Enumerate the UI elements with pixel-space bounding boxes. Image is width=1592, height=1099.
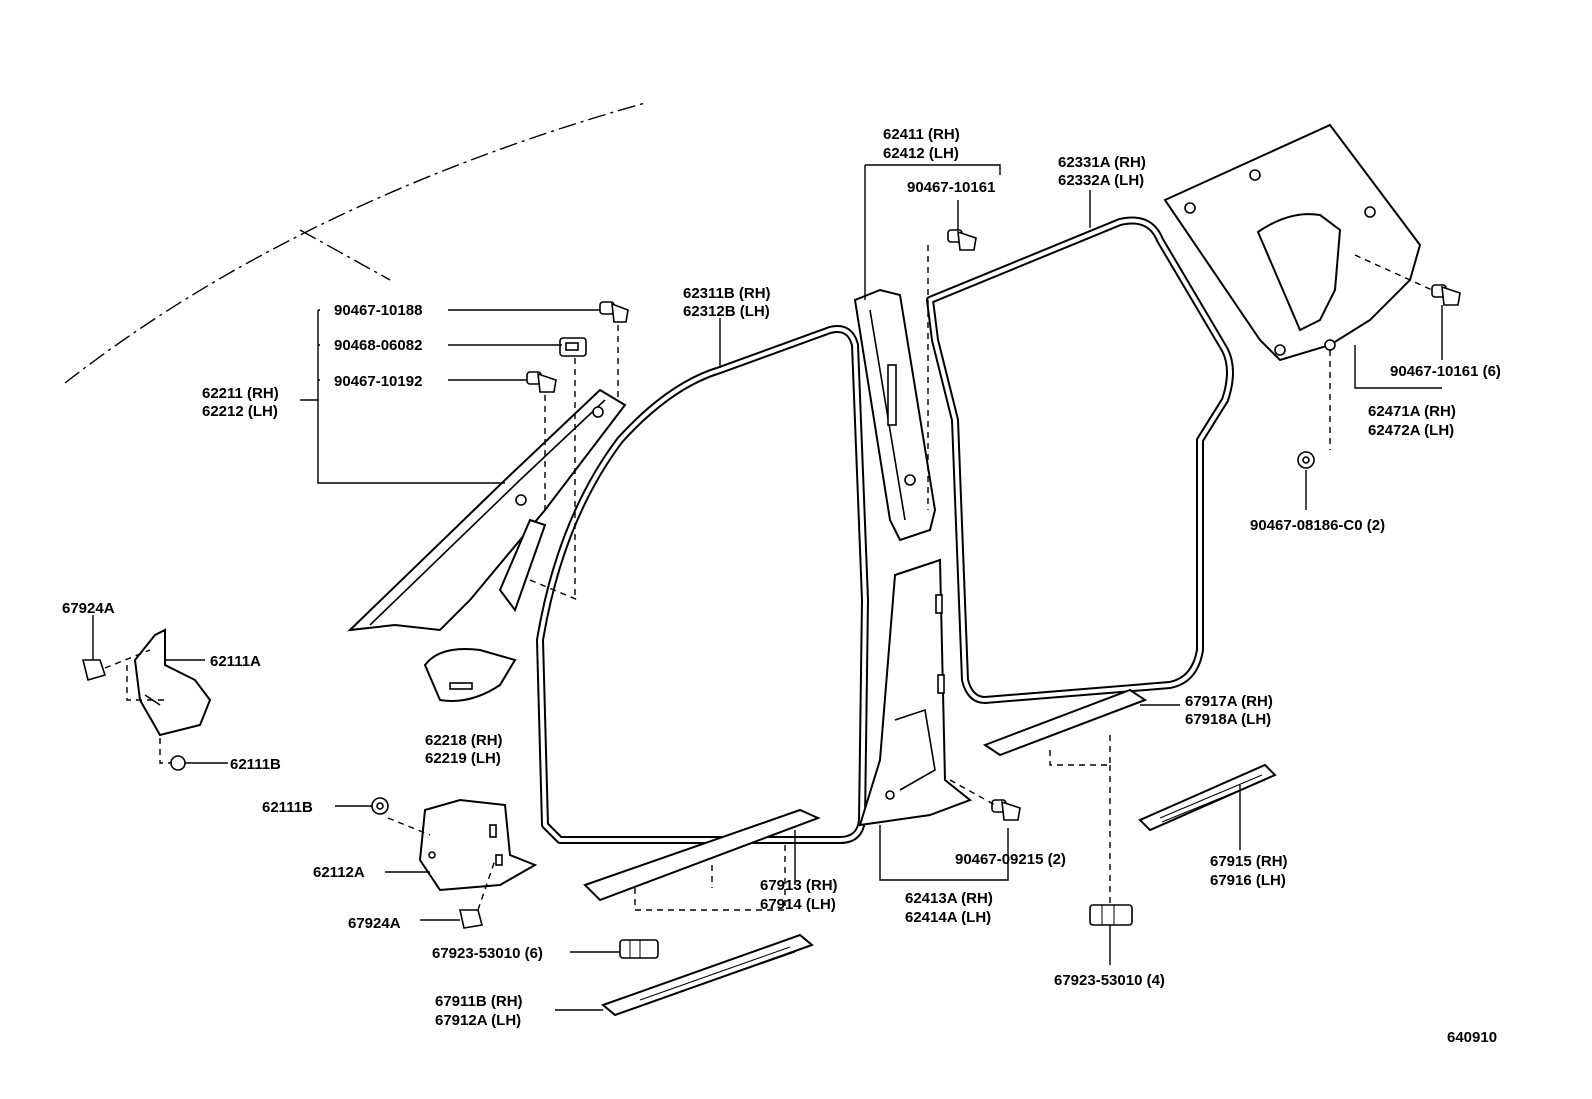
leader-62111B-upper xyxy=(159,738,172,764)
leader-clip-quarter xyxy=(1354,254,1433,291)
label-62414A: 62414A (LH) xyxy=(905,909,991,926)
label-67923-front: 67923-53010 (6) xyxy=(432,945,543,962)
quarter-trim-panel xyxy=(1163,123,1422,362)
label-62111A: 62111A xyxy=(210,653,261,670)
label-62219: 62219 (LH) xyxy=(425,750,501,767)
label-62331A: 62331A (RH) xyxy=(1058,154,1146,171)
diagram-reference-number: 640910 xyxy=(1447,1029,1497,1046)
front-pillar-garnish xyxy=(347,388,627,632)
bracket-62471A xyxy=(1354,345,1442,389)
rear-door-weatherstrip xyxy=(926,216,1234,704)
label-67914: 67914 (LH) xyxy=(760,896,836,913)
clip-90467-10188 xyxy=(599,301,629,323)
label-67913: 67913 (RH) xyxy=(760,877,838,894)
center-pillar-upper-garnish xyxy=(853,288,937,542)
leader-cowl-vertical xyxy=(126,665,165,701)
label-62472A: 62472A (LH) xyxy=(1368,422,1454,439)
label-90467-10161: 90467-10161 xyxy=(907,179,995,196)
cowl-side-trim-upper xyxy=(133,628,212,737)
front-scuff-plate-outer xyxy=(601,933,814,1017)
label-67924A-lower: 67924A xyxy=(348,915,401,932)
label-67911B: 67911B (RH) xyxy=(435,993,523,1010)
label-62471A: 62471A (RH) xyxy=(1368,403,1456,420)
label-90467-08186: 90467-08186-C0 (2) xyxy=(1250,517,1385,534)
bracket-62211 xyxy=(317,310,505,484)
label-90467-10161-6: 90467-10161 (6) xyxy=(1390,363,1501,380)
clip-67924A-lower xyxy=(459,909,483,929)
label-62218: 62218 (RH) xyxy=(425,732,503,749)
leader-67924A-lower-dash xyxy=(477,859,496,911)
label-62112A: 62112A xyxy=(313,864,365,881)
leader-67924A-to-cowl xyxy=(104,649,151,669)
hole-cover xyxy=(423,648,517,702)
label-62411: 62411 (RH) xyxy=(883,126,960,143)
clip-62111B-lower xyxy=(371,797,389,815)
rear-scuff-plate-inner xyxy=(982,688,1148,757)
label-67915: 67915 (RH) xyxy=(1210,853,1288,870)
bracket-62413A xyxy=(879,825,1009,881)
label-90467-09215: 90467-09215 (2) xyxy=(955,851,1066,868)
clip-90468-06082 xyxy=(559,337,587,357)
label-67912A: 67912A (LH) xyxy=(435,1012,521,1029)
roof-reference-line xyxy=(299,229,391,281)
label-90468-06082: 90468-06082 xyxy=(334,337,422,354)
label-67924A-upper: 67924A xyxy=(62,600,115,617)
clip-90467-10161-quarter xyxy=(1431,284,1461,306)
label-90467-10192: 90467-10192 xyxy=(334,373,422,390)
label-67918A: 67918A (LH) xyxy=(1185,711,1271,728)
label-62312B: 62312B (LH) xyxy=(683,303,770,320)
label-90467-10188: 90467-10188 xyxy=(334,302,422,319)
clip-90467-10161-upper xyxy=(947,229,977,251)
center-pillar-lower-garnish xyxy=(858,558,972,827)
label-62413A: 62413A (RH) xyxy=(905,890,993,907)
leader-clip-09215 xyxy=(949,779,996,806)
leader-pillar-bracket xyxy=(529,579,579,601)
cowl-side-trim-lower xyxy=(418,798,538,892)
clip-90467-08186 xyxy=(1297,451,1315,469)
leader-67917A-clips xyxy=(1049,735,1111,766)
front-scuff-plate-inner xyxy=(583,808,821,902)
label-62412: 62412 (LH) xyxy=(883,145,959,162)
label-62111B-upper: 62111B xyxy=(230,756,281,773)
label-62211: 62211 (RH) xyxy=(202,385,279,402)
rear-scuff-plate-outer xyxy=(1138,763,1277,832)
leader-62111B-lower-dash xyxy=(387,817,431,836)
label-62311B: 62311B (RH) xyxy=(683,285,771,302)
clip-90467-09215 xyxy=(991,799,1021,821)
label-62212: 62212 (LH) xyxy=(202,403,278,420)
bracket-62411 xyxy=(864,164,1001,300)
clip-67923-rear xyxy=(1089,904,1133,926)
label-62111B-lower: 62111B xyxy=(262,799,313,816)
clip-90467-10192 xyxy=(526,371,557,393)
clip-67923-front xyxy=(619,939,659,959)
label-67917A: 67917A (RH) xyxy=(1185,693,1273,710)
label-67923-rear: 67923-53010 (4) xyxy=(1054,972,1165,989)
label-62332A: 62332A (LH) xyxy=(1058,172,1144,189)
clip-67924A-upper xyxy=(81,659,107,682)
label-67916: 67916 (LH) xyxy=(1210,872,1286,889)
clip-62111B-upper xyxy=(170,755,186,771)
leader-67913-clips xyxy=(634,840,786,911)
